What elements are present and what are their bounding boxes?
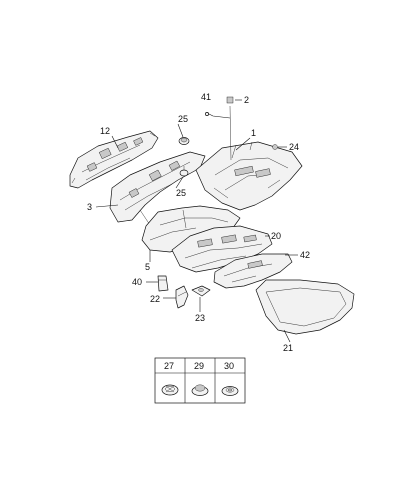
part-20-rear-floor-panel: [171, 225, 273, 273]
legend-table: 27 29 30: [154, 357, 246, 404]
legend-header-27: 27: [164, 361, 174, 371]
legend-header-30: 30: [224, 361, 234, 371]
callout-5: 5: [145, 262, 150, 272]
part-12-dash-insulator: [69, 130, 159, 189]
part-1-floor-carpet: [195, 141, 303, 211]
part-24-clip: [272, 144, 278, 150]
legend-header-29: 29: [194, 361, 204, 371]
part-3-dash-panel: [109, 151, 206, 226]
callout-labels: 41 2 1 24 12 25 25 3 20 42 5 40 22 23 21: [87, 92, 310, 353]
part-22-bracket: [175, 285, 189, 309]
callout-25-upper: 25: [178, 114, 188, 124]
part-21-trunk-mat: [255, 279, 355, 335]
callout-23: 23: [195, 313, 205, 323]
part-42-floor-cover: [213, 253, 293, 289]
callout-41: 41: [201, 92, 211, 102]
part-2-clip: [226, 96, 234, 104]
callout-22: 22: [150, 294, 160, 304]
plug-27-icon: [161, 384, 179, 396]
plug-29-icon: [191, 384, 209, 396]
callout-12: 12: [100, 126, 110, 136]
leader-lines: [95, 99, 298, 343]
callout-20: 20: [271, 231, 281, 241]
callout-3: 3: [87, 202, 92, 212]
part-23-pad: [191, 285, 211, 297]
callout-21: 21: [283, 343, 293, 353]
part-41-cable: [205, 105, 232, 161]
part-40-bracket: [157, 275, 169, 292]
callout-24: 24: [289, 142, 299, 152]
callout-25-lower: 25: [176, 188, 186, 198]
callout-42: 42: [300, 250, 310, 260]
part-25-plug-upper: [178, 137, 190, 145]
callout-1: 1: [251, 128, 256, 138]
callout-2: 2: [244, 95, 249, 105]
plug-30-icon: [221, 386, 239, 396]
callout-40: 40: [132, 277, 142, 287]
part-25-plug-lower: [179, 166, 189, 177]
